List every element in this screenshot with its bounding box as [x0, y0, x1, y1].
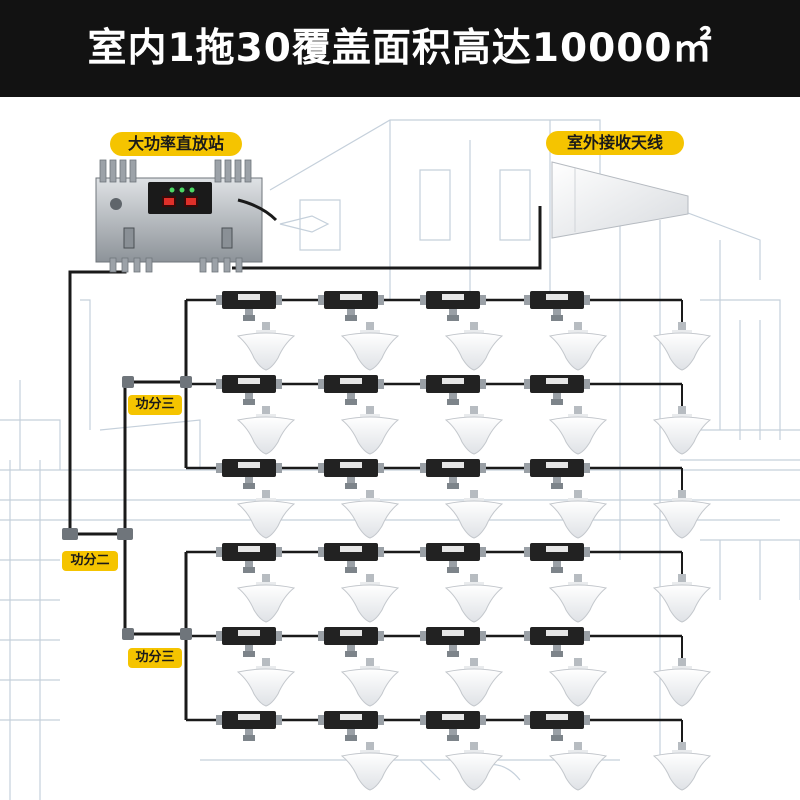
splitter-three-label-upper: 功分三 — [128, 395, 182, 415]
splitter-three-label-lower: 功分三 — [128, 648, 182, 668]
repeater-unit — [95, 159, 278, 273]
outdoor-antenna — [551, 161, 689, 239]
outdoor-antenna-label: 室外接收天线 — [546, 131, 684, 155]
repeater-label: 大功率直放站 — [110, 132, 242, 156]
header-bar: 室内1拖30覆盖面积高达10000㎡ — [0, 0, 800, 97]
page-title: 室内1拖30覆盖面积高达10000㎡ — [87, 26, 713, 71]
splitter-two-label: 功分二 — [62, 551, 118, 571]
splitter-connectors — [62, 376, 192, 640]
coverage-diagram — [0, 119, 800, 800]
